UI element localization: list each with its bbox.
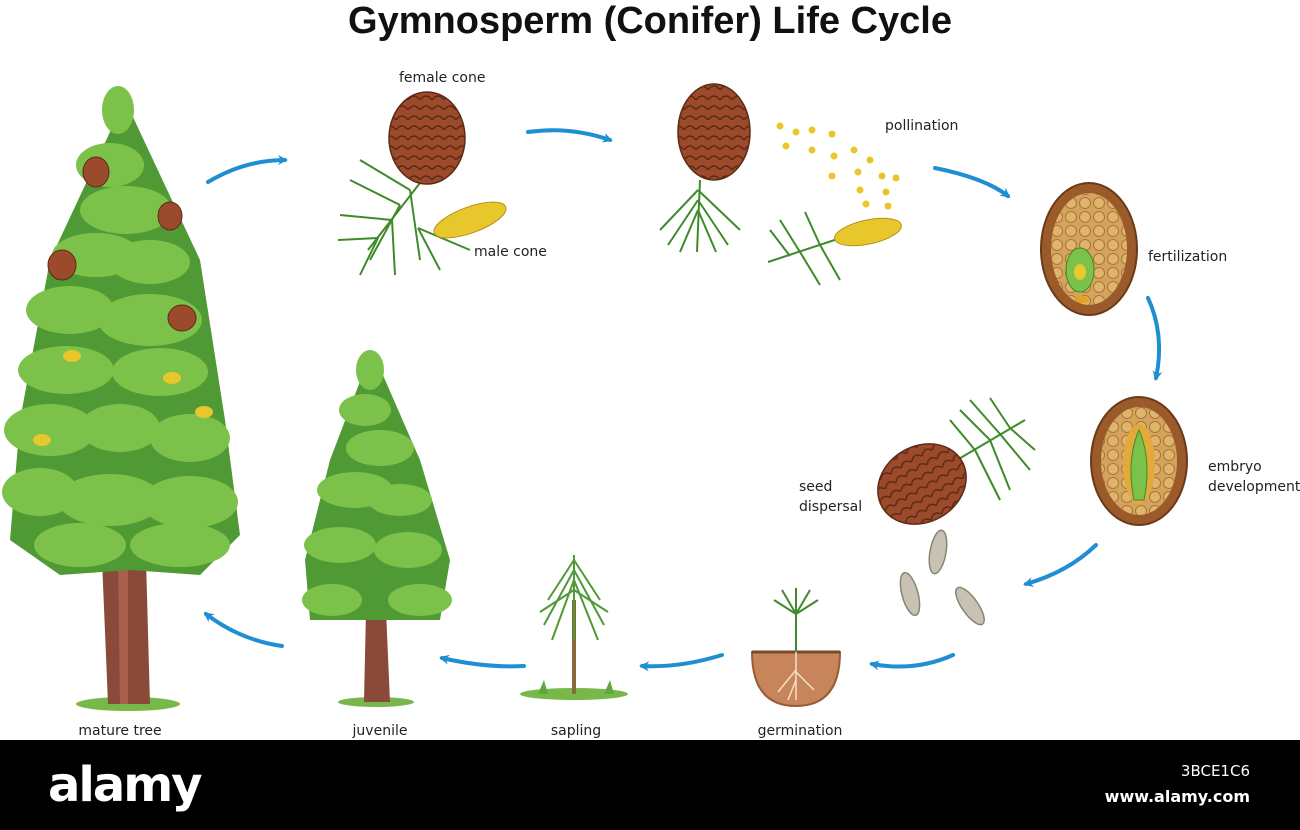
label-mature-tree: mature tree (78, 723, 162, 739)
label-seed-dispersal-line2: dispersal (799, 499, 863, 515)
arrow-pollination-to-fertilization (933, 166, 1011, 198)
dispersal-cone-illustration (877, 397, 1036, 525)
image-id: 3BCE1C6 (1180, 762, 1250, 780)
life-cycle-illustration (2, 83, 1188, 711)
sapling-illustration (520, 555, 628, 700)
arrow-fertilization-to-embryo (1146, 296, 1163, 381)
label-male-cone: male cone (474, 244, 547, 260)
label-pollination: pollination (885, 118, 959, 134)
label-germination: germination (757, 723, 843, 739)
label-female-cone: female cone (399, 70, 486, 86)
arrow-juvenile-to-mature (203, 612, 284, 648)
label-fertilization: fertilization (1148, 249, 1228, 265)
arrow-sapling-to-juvenile (439, 654, 526, 669)
watermark-footer-bar (0, 740, 1300, 830)
label-seed-dispersal-line1: seed (799, 479, 833, 495)
arrow-cones-to-pollination (526, 128, 613, 143)
fertilization-ovule-illustration (1040, 182, 1138, 316)
label-embryo-development-line2: development (1208, 479, 1300, 495)
pollination-illustration (659, 83, 902, 286)
alamy-logo: alamy (48, 757, 203, 813)
embryo-ovule-illustration (1090, 396, 1188, 526)
label-sapling: sapling (550, 723, 602, 739)
arrow-germination-to-sapling (639, 653, 724, 672)
female-male-cone-illustration (337, 91, 507, 276)
diagram-canvas: Gymnosperm (Conifer) Life Cycle female c… (0, 0, 1300, 740)
juvenile-tree-illustration (302, 350, 452, 707)
label-juvenile: juvenile (352, 723, 408, 739)
watermark-url: www.alamy.com (1104, 787, 1250, 806)
diagram-title: Gymnosperm (Conifer) Life Cycle (348, 0, 952, 42)
mature-tree-illustration (2, 86, 240, 711)
arrow-seeds-to-germination (869, 653, 955, 671)
label-embryo-development-line1: embryo (1208, 459, 1262, 475)
arrow-tree-to-cones (206, 155, 288, 184)
seeds-illustration (899, 529, 985, 626)
arrow-embryo-to-seeds (1023, 543, 1098, 587)
germination-illustration (750, 588, 842, 708)
cycle-arrows (203, 128, 1163, 672)
